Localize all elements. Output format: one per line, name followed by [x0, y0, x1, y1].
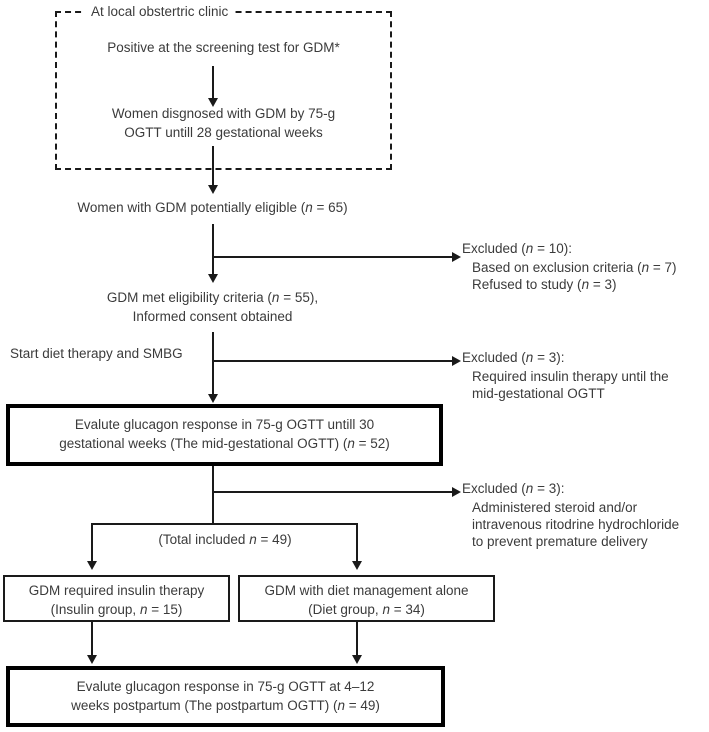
connector-diagnosed-to-eligible	[212, 146, 214, 190]
exclusion-1-reason-1: Based on exclusion criteria (n = 7)	[472, 260, 677, 275]
node-postpartum-line1: Evalute glucagon response in 75-g OGTT a…	[76, 679, 375, 694]
arrowhead-down-icon	[208, 394, 218, 403]
connector-split-right	[356, 523, 358, 565]
connector-to-exclusion-3	[212, 491, 455, 493]
arrowhead-down-icon	[208, 185, 218, 194]
arrowhead-down-icon	[87, 655, 97, 664]
connector-mid-ogtt-to-split	[212, 466, 214, 524]
node-insulin-group-line1: GDM required insulin therapy	[28, 583, 205, 598]
connector-to-exclusion-1	[212, 256, 455, 258]
node-potentially-eligible: Women with GDM potentially eligible (n =…	[77, 200, 348, 215]
dashed-group-local-clinic	[55, 11, 392, 170]
arrowhead-right-icon	[452, 487, 461, 497]
node-met-criteria-line2: Informed consent obtained	[132, 309, 293, 324]
exclusion-3-reason-2: intravenous ritodrine hydrochloride	[472, 517, 680, 532]
arrowhead-down-icon	[352, 655, 362, 664]
connector-insulin-to-postpartum	[91, 622, 93, 660]
arrowhead-down-icon	[352, 561, 362, 570]
exclusion-1-reason-2: Refused to study (n = 3)	[472, 277, 617, 292]
node-diet-group-line2: (Diet group, n = 34)	[308, 602, 425, 617]
arrowhead-right-icon	[452, 252, 461, 262]
exclusion-3-reason-1: Administered steroid and/or	[472, 500, 638, 515]
label-total-included: (Total included n = 49)	[158, 532, 292, 547]
connector-eligible-to-criteria	[212, 224, 214, 280]
connector-split-bar	[91, 523, 358, 525]
node-diet-group-box	[238, 575, 495, 622]
node-insulin-group-line2: (Insulin group, n = 15)	[50, 602, 183, 617]
node-postpartum-ogtt-box	[6, 666, 445, 727]
node-mid-ogtt-line2: gestational weeks (The mid-gestational O…	[59, 436, 390, 451]
exclusion-1-header: Excluded (n = 10):	[462, 241, 572, 256]
connector-screening-to-diagnosed	[212, 66, 214, 102]
connector-split-left	[91, 523, 93, 565]
node-diagnosed-line1: Women disgnosed with GDM by 75-g	[111, 106, 336, 121]
node-postpartum-line2: weeks postpartum (The postpartum OGTT) (…	[71, 698, 380, 713]
node-diet-group-line1: GDM with diet management alone	[264, 583, 469, 598]
connector-to-exclusion-2	[212, 360, 455, 362]
exclusion-3-header: Excluded (n = 3):	[462, 481, 565, 496]
node-mid-gestational-ogtt-box	[6, 404, 443, 466]
exclusion-2-reason-2: mid-gestational OGTT	[472, 386, 605, 401]
node-insulin-group-box	[3, 575, 230, 622]
node-screening-positive: Positive at the screening test for GDM*	[107, 40, 340, 55]
connector-criteria-to-mid-ogtt	[212, 332, 214, 400]
arrowhead-down-icon	[208, 274, 218, 283]
arrowhead-right-icon	[452, 356, 461, 366]
exclusion-2-header: Excluded (n = 3):	[462, 350, 565, 365]
node-mid-ogtt-line1: Evalute glucagon response in 75-g OGTT u…	[74, 417, 375, 432]
connector-diet-to-postpartum	[356, 622, 358, 660]
dashed-group-label: At local obstertric clinic	[85, 2, 235, 21]
node-start-diet-therapy: Start diet therapy and SMBG	[10, 346, 183, 361]
exclusion-3-reason-3: to prevent premature delivery	[472, 534, 648, 549]
node-met-criteria-line1: GDM met eligibility criteria (n = 55),	[106, 290, 319, 305]
arrowhead-down-icon	[87, 561, 97, 570]
node-diagnosed-line2: OGTT untill 28 gestational weeks	[124, 125, 323, 140]
arrowhead-down-icon	[208, 98, 218, 107]
exclusion-2-reason-1: Required insulin therapy until the	[472, 369, 669, 384]
